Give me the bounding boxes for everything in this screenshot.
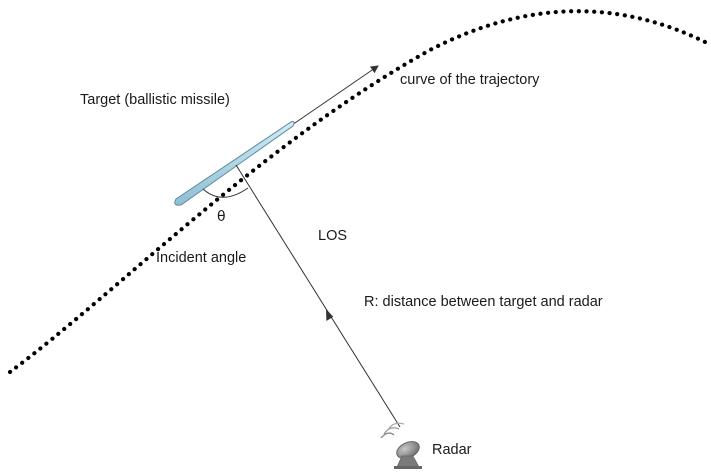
radar-label: Radar — [432, 442, 472, 458]
trajectory-label: curve of the trajectory — [400, 72, 540, 88]
los-label: LOS — [318, 228, 347, 244]
radar-dish-icon — [380, 422, 422, 469]
incident-angle-label: Incident angle — [156, 250, 246, 266]
trajectory-curve — [7, 9, 711, 375]
distance-label: R: distance between target and radar — [364, 294, 603, 310]
theta-symbol: θ — [217, 209, 226, 225]
incident-angle-arc — [202, 187, 249, 198]
missile-icon — [174, 121, 295, 206]
target-label: Target (ballistic missile) — [80, 92, 230, 108]
los-arrowhead — [326, 309, 334, 321]
velocity-arrow — [291, 65, 379, 126]
los-line — [235, 164, 401, 428]
